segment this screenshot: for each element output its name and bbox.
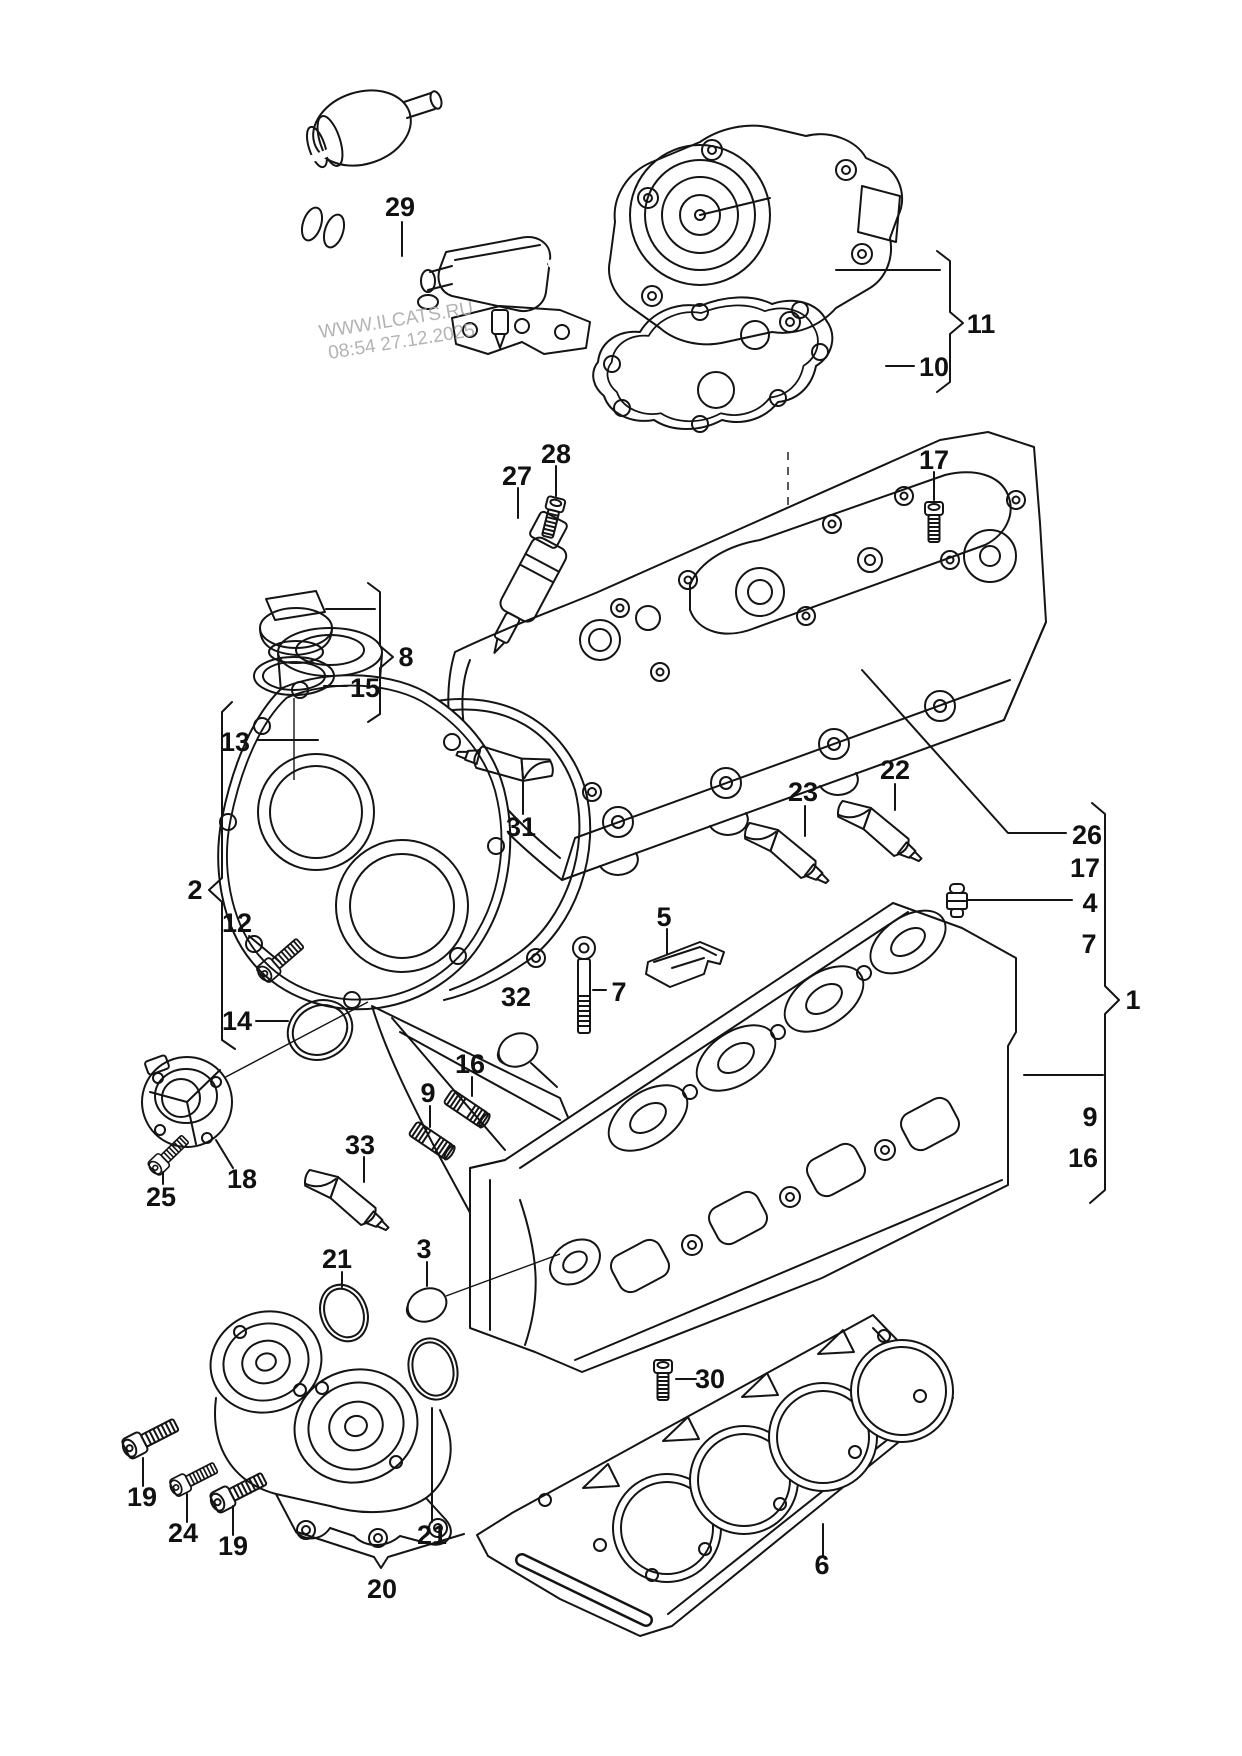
part-label-29: 29 [385, 192, 415, 222]
group-brackets [208, 250, 1120, 1569]
insertion-line-3 [445, 1253, 561, 1297]
part-label-13: 13 [220, 727, 250, 757]
part-labels: 29 11 10 28 27 17 8 15 13 31 23 22 26 17… [127, 192, 1141, 1604]
part-label-18: 18 [227, 1164, 257, 1194]
part-2-timing-cover [217, 627, 619, 1269]
part-33-sealant-tube [297, 1161, 399, 1239]
part-label-19-right: 19 [218, 1531, 248, 1561]
part-label-2: 2 [187, 875, 202, 905]
part-4-dowel [946, 883, 968, 918]
part-5-shim [645, 941, 725, 988]
watermark: WWW.ILCATS.RU 08:54 27.12.2025 [318, 298, 477, 364]
part-18-sensor-flange [141, 1054, 233, 1148]
part-21-o-ring-upper [319, 1283, 369, 1343]
part-label-20: 20 [367, 1574, 397, 1604]
part-label-32: 32 [501, 982, 531, 1012]
part-label-10: 10 [919, 352, 949, 382]
part-7-bolt [572, 936, 596, 1034]
part-label-9-left: 9 [420, 1078, 435, 1108]
part-label-6: 6 [814, 1550, 829, 1580]
part-19-bolt-left [118, 1413, 182, 1462]
part-11-separator-cover [608, 124, 904, 346]
part-20-coolant-pump [209, 1310, 452, 1548]
part-label-33: 33 [345, 1130, 375, 1160]
part-label-8: 8 [398, 642, 413, 672]
part-14-o-ring [286, 999, 354, 1061]
part-8-oil-filler-cap [259, 590, 333, 664]
part-label-16-left: 16 [455, 1049, 485, 1079]
part-label-9-right: 9 [1082, 1102, 1097, 1132]
part-label-5: 5 [656, 902, 671, 932]
part-label-12: 12 [222, 908, 252, 938]
part-30-bolt [653, 1359, 673, 1401]
part-26-camshaft-housing [447, 431, 1047, 881]
part-label-24: 24 [168, 1518, 198, 1548]
part-label-17-right: 17 [1070, 853, 1100, 883]
part-label-11: 11 [967, 309, 996, 339]
part-13-timing-cover-gasket [429, 698, 602, 1001]
part-label-7-left: 7 [611, 977, 626, 1007]
part-label-19-left: 19 [127, 1482, 157, 1512]
part-label-17-top: 17 [919, 445, 949, 475]
part-28-bolt [537, 494, 567, 540]
part-label-31: 31 [506, 812, 536, 842]
part-label-4: 4 [1082, 888, 1097, 918]
part-label-22: 22 [880, 755, 910, 785]
part-label-28: 28 [541, 439, 571, 469]
part-label-3: 3 [416, 1234, 431, 1264]
leader-lines [142, 221, 1104, 1557]
part-19-bolt-right [206, 1467, 270, 1516]
part-23-sealant-tube [737, 814, 839, 892]
part-16-stud [442, 1088, 493, 1130]
part-21-o-ring-lower [407, 1337, 459, 1401]
part-1-cylinder-head [469, 902, 1017, 1373]
part-label-14: 14 [222, 1006, 252, 1036]
part-label-1: 1 [1125, 985, 1140, 1015]
part-label-21-lower: 21 [417, 1520, 447, 1550]
part-label-7-right: 7 [1081, 929, 1096, 959]
part-27-solenoid-valve [493, 510, 568, 654]
part-label-25: 25 [146, 1182, 176, 1212]
part-6-head-gasket [476, 1314, 954, 1637]
part-22-sealant-tube [830, 792, 932, 870]
part-label-21-upper: 21 [322, 1244, 352, 1274]
part-3-cap [400, 1281, 453, 1330]
part-29-breather-hose [192, 89, 677, 355]
part-label-16-right: 16 [1068, 1143, 1098, 1173]
part-label-27: 27 [502, 461, 532, 491]
part-label-26: 26 [1072, 820, 1102, 850]
part-label-30: 30 [695, 1364, 725, 1394]
part-label-23: 23 [788, 777, 818, 807]
part-label-15: 15 [350, 673, 380, 703]
